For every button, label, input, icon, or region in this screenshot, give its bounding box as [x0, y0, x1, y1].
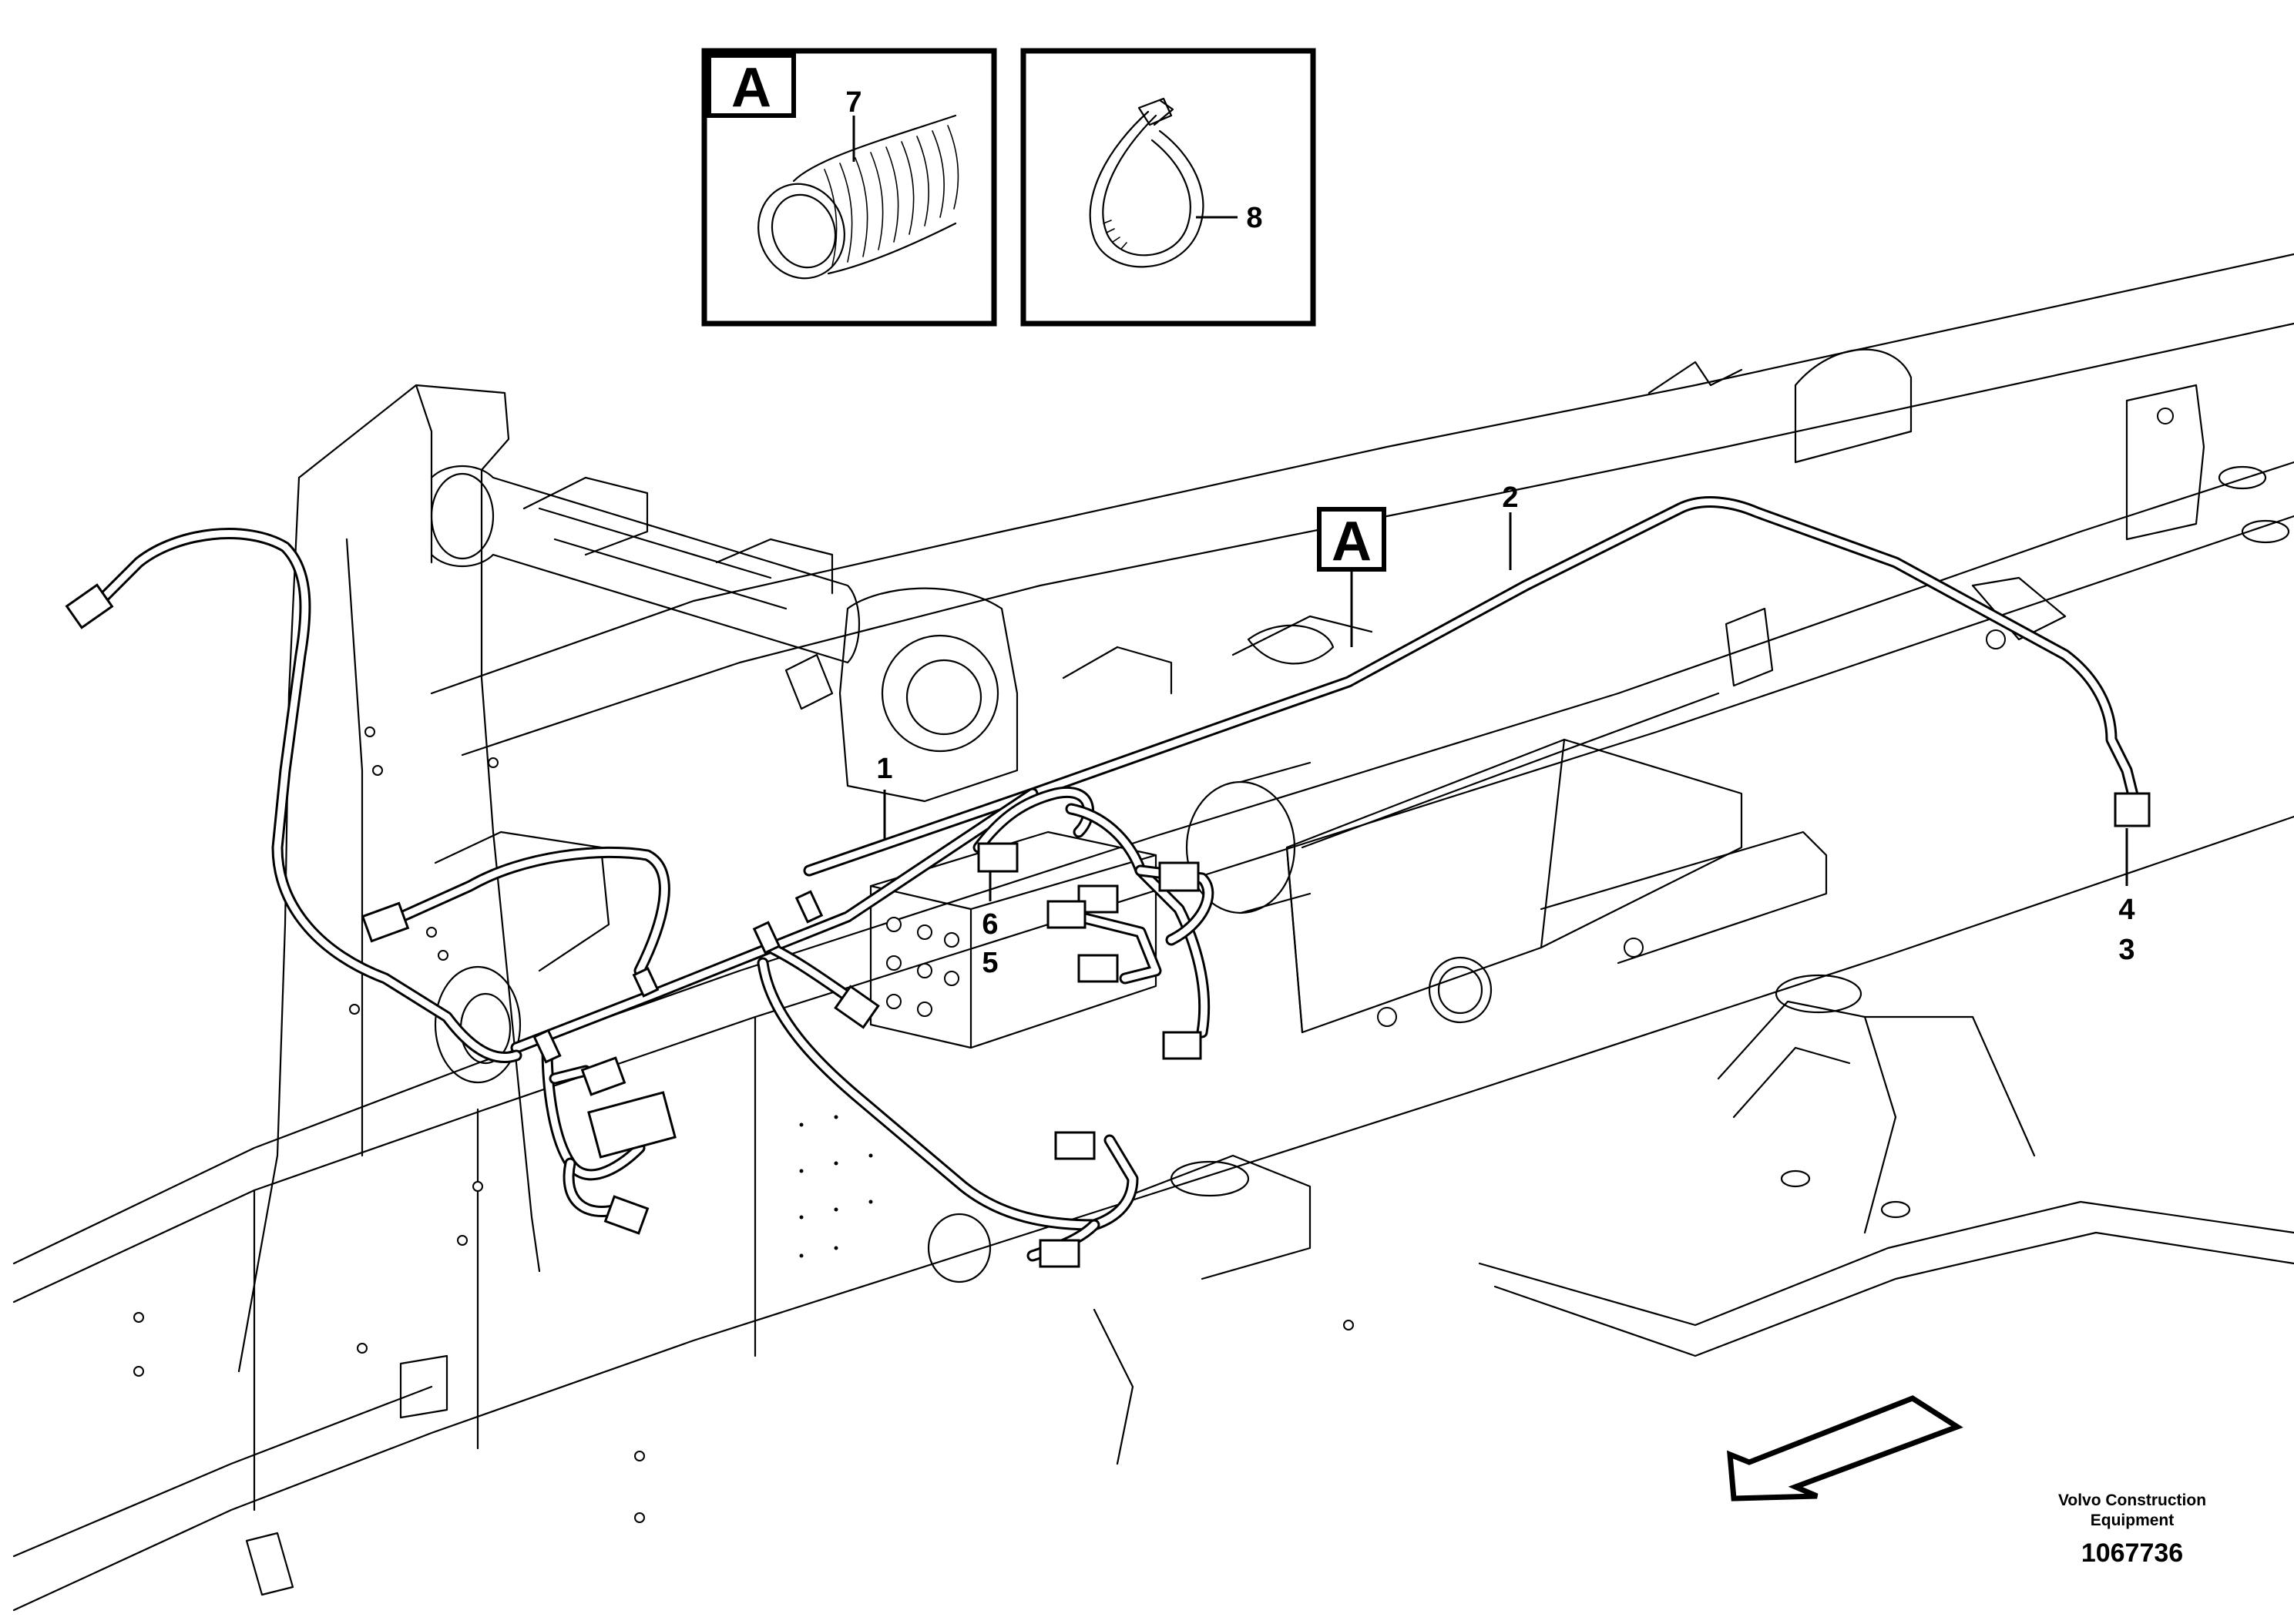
detail-box-tie: 8: [1020, 48, 1316, 327]
detail-box-a-letter: A: [731, 57, 771, 119]
document-number: 1067736: [2081, 1538, 2183, 1568]
cable-tie-drawing: [1089, 97, 1204, 268]
direction-arrow-icon: [1727, 1395, 1963, 1502]
connectors: [65, 583, 2151, 1268]
brand-line-1: Volvo Construction: [2058, 1491, 2206, 1509]
frame-drawing: [12, 253, 2294, 1612]
detail-box-a-callout: 7: [845, 86, 862, 119]
brand-line-2: Equipment: [2091, 1512, 2175, 1529]
callout-6: 6: [982, 908, 998, 941]
rivet-dots: [799, 1107, 873, 1258]
bolt-holes: [133, 726, 1354, 1523]
detail-box-tie-callout: 8: [1246, 202, 1262, 234]
callout-1: 1: [876, 753, 892, 785]
detail-marker-a: A: [1317, 507, 1386, 647]
callout-3: 3: [2118, 934, 2134, 966]
callout-4: 4: [2118, 894, 2134, 926]
callouts: 1 2 4 3 6 5: [876, 481, 2134, 979]
detail-box-a: A 7: [701, 48, 997, 327]
valve-ports: [886, 917, 959, 1017]
wiring-harness: [65, 496, 2151, 1268]
callout-5: 5: [982, 947, 998, 979]
detail-marker-a-letter: A: [1332, 511, 1372, 572]
footer: Volvo Construction Equipment 1067736: [2058, 1491, 2206, 1568]
conduit-drawing: [757, 114, 959, 280]
callout-2: 2: [1502, 481, 1518, 514]
